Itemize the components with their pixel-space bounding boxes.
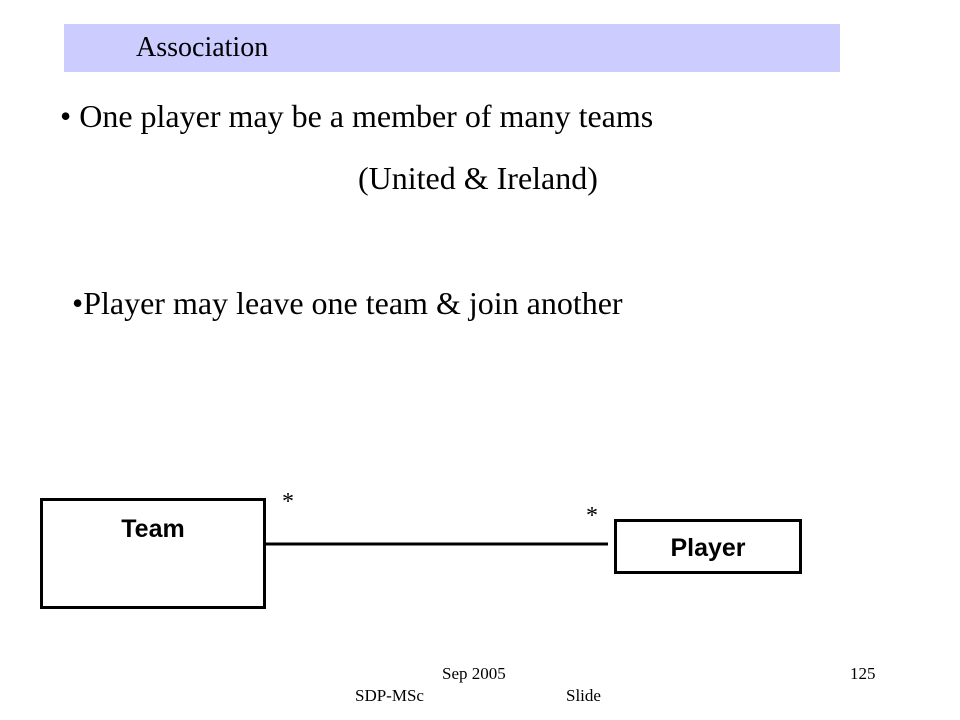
footer-date: Sep 2005 [442, 664, 506, 683]
bullet-1: • One player may be a member of many tea… [60, 98, 654, 134]
class-box-team: Team [40, 498, 266, 609]
footer-course: SDP-MSc [355, 686, 424, 705]
footer-slide-label: Slide [566, 686, 601, 705]
bullet-1-continuation: (United & Ireland) [358, 160, 598, 196]
class-name-player: Player [670, 534, 746, 562]
class-box-player: Player [614, 519, 802, 574]
class-name-team: Team [121, 515, 185, 543]
footer-page-number: 125 [850, 664, 876, 683]
slide-title: Association [136, 32, 269, 63]
multiplicity-player: * [586, 503, 598, 529]
bullet-2: •Player may leave one team & join anothe… [72, 285, 623, 321]
title-bar: Association [64, 24, 840, 72]
multiplicity-team: * [282, 489, 294, 515]
